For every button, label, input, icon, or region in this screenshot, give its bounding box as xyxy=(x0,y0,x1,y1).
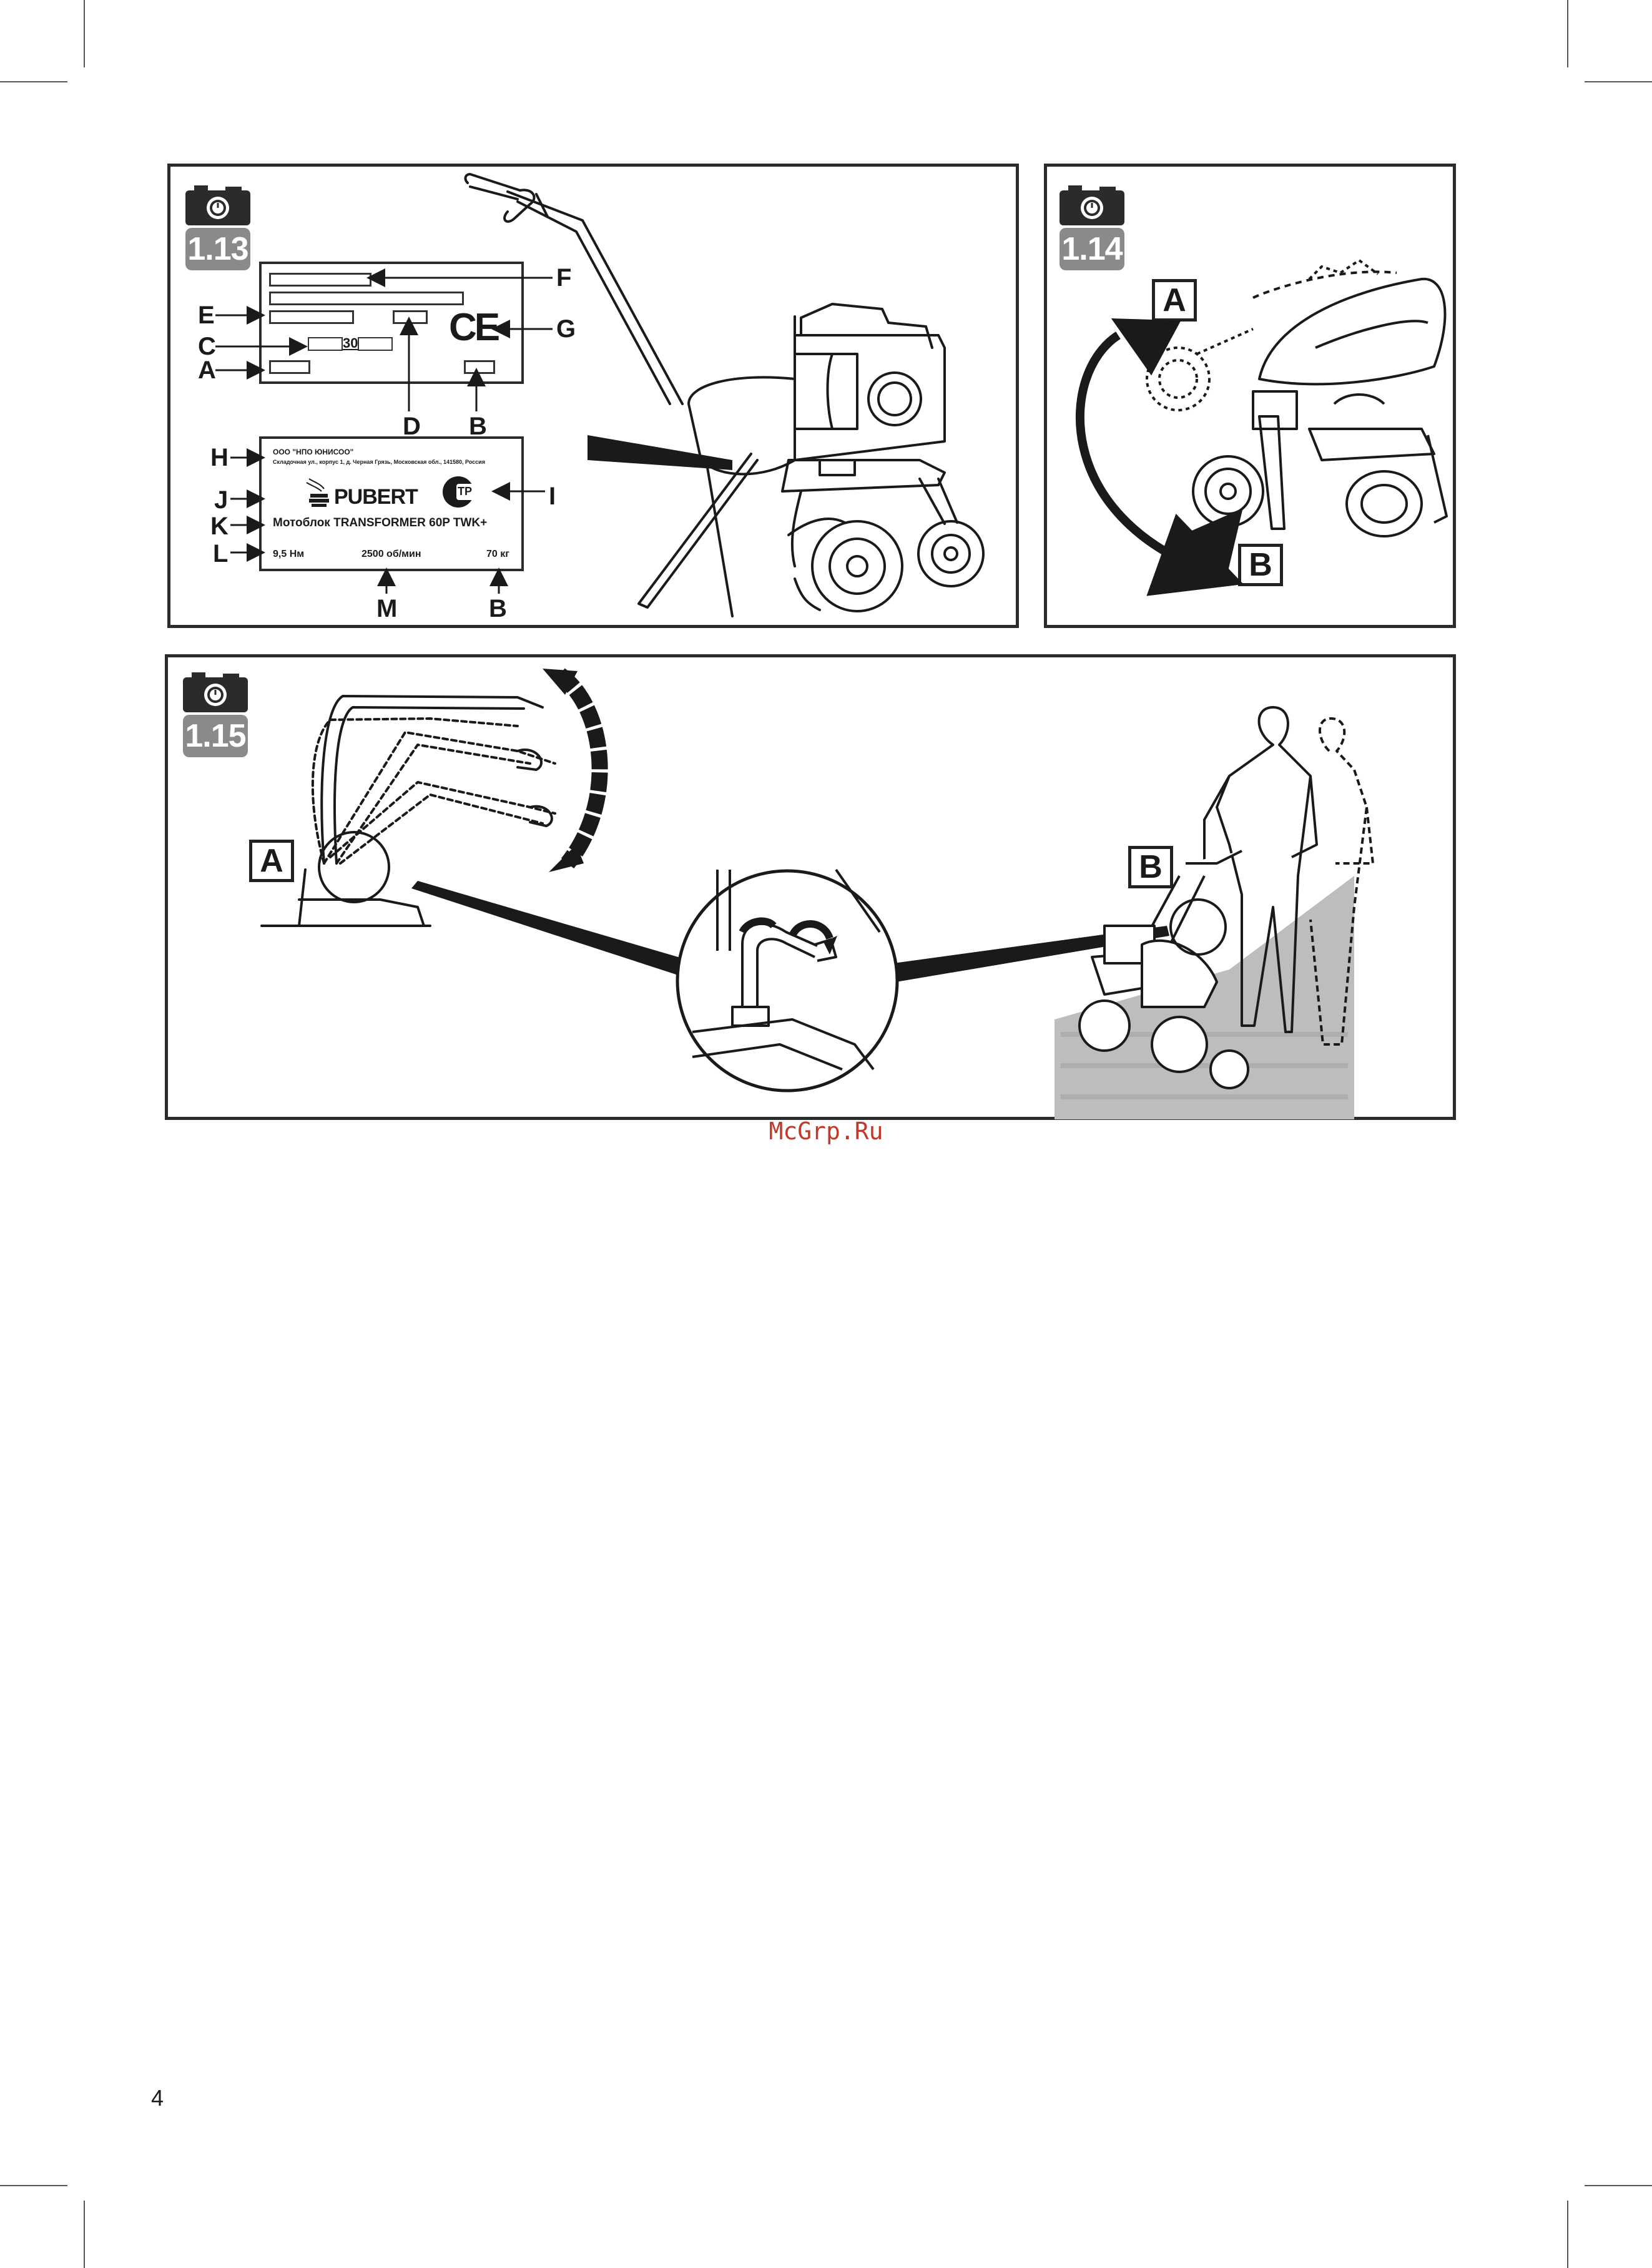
figure-1-15: 1.15 A B xyxy=(165,654,1456,1120)
crop-mark xyxy=(84,0,85,67)
crop-mark xyxy=(1585,2185,1652,2186)
handle-adjust-drawing xyxy=(168,657,1459,1123)
figure-1-13: 1.13 30 CE F E G C A D B xyxy=(167,164,1019,628)
crop-mark xyxy=(1585,81,1652,82)
tiller-drawing xyxy=(170,167,1022,631)
crop-mark xyxy=(84,2201,85,2268)
crop-mark xyxy=(1567,0,1568,67)
wheel-position-drawing xyxy=(1047,167,1459,631)
crop-mark xyxy=(1567,2201,1568,2268)
figure-1-14: 1.14 A B xyxy=(1044,164,1456,628)
crop-mark xyxy=(0,2185,67,2186)
watermark: McGrp.Ru xyxy=(0,1117,1652,1145)
crop-mark xyxy=(0,81,67,82)
page-number: 4 xyxy=(151,2085,164,2111)
